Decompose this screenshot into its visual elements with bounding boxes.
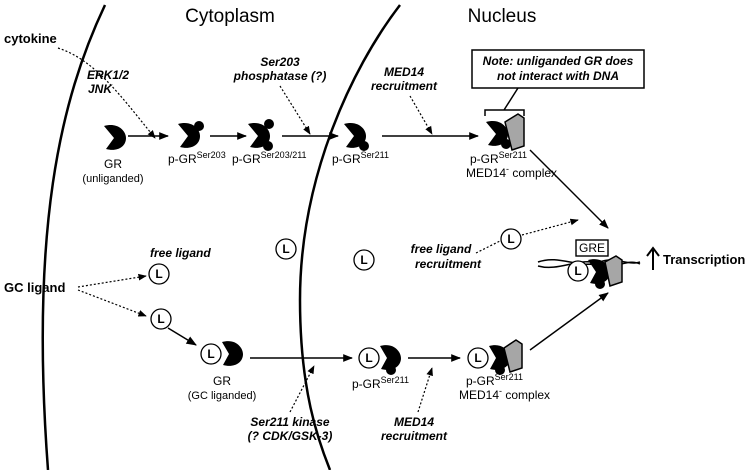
- note-line-2: not interact with DNA: [497, 69, 619, 83]
- gc-to-free-ligand-arrow: [77, 273, 147, 288]
- kinase-bottom-label-2: (? CDK/GSK-3): [248, 429, 333, 443]
- free-ligand-label: free ligand: [150, 246, 211, 260]
- pgr-ser211-bottom-label: p-GRSer211: [352, 375, 409, 391]
- complex-top-shape: [486, 113, 525, 151]
- ligand-symbol: L: [360, 253, 367, 267]
- gre-box: [575, 239, 609, 257]
- ligand-symbol: L: [155, 267, 162, 281]
- gr-unliganded-state: (unliganded): [82, 173, 143, 185]
- arrow-ligand-to-gr: [167, 327, 197, 346]
- note-box: [471, 49, 645, 89]
- ligand-symbol: L: [507, 232, 514, 246]
- ligand-cytoplasm: L: [275, 238, 297, 260]
- free-ligand-recruitment-label: free ligand: [411, 242, 472, 256]
- complex-bottom-label-2: MED14- complex: [459, 386, 550, 402]
- cytokine-label: cytokine: [4, 31, 57, 46]
- free-ligand-recruitment-label-2: recruitment: [415, 257, 482, 271]
- cytokine-arrow: [57, 47, 156, 139]
- note-bracket: [484, 87, 525, 116]
- cytoplasm-heading: Cytoplasm: [185, 6, 275, 27]
- ligand-symbol: L: [207, 347, 214, 361]
- complex-bottom-label: p-GRSer211: [466, 372, 523, 388]
- note-line-1: Note: unliganded GR does: [483, 54, 634, 68]
- cell-membrane: [41, 4, 107, 470]
- phosphatase-label-2: phosphatase (?): [233, 69, 327, 83]
- nucleus-heading: Nucleus: [468, 6, 537, 27]
- gr-liganded-shape: L: [200, 341, 243, 366]
- ligand-nucleus: L: [353, 249, 375, 271]
- gc-ligand-circle: L: [150, 308, 172, 330]
- free-ligand-circle: L: [148, 263, 170, 285]
- ligand-symbol: L: [282, 242, 289, 256]
- gr-liganded-name: GR: [213, 374, 231, 388]
- med14-top-label-2: recruitment: [371, 79, 438, 93]
- pgr-ser203-211-shape: [248, 119, 274, 151]
- med14-bottom-label-2: recruitment: [381, 429, 448, 443]
- kinase-bottom-label: Ser211 kinase: [250, 415, 329, 429]
- gc-to-ligand-arrow: [77, 289, 147, 317]
- ligand-symbol: L: [474, 351, 481, 365]
- pgr-ser211-top-label: p-GRSer211: [332, 150, 389, 166]
- gr-liganded-state: (GC liganded): [188, 390, 256, 402]
- med14-top-label: MED14: [384, 65, 424, 79]
- kinase-jnk-label: JNK: [88, 82, 113, 96]
- gr-unliganded-shape: [104, 125, 126, 150]
- kinase-erk-label: ERK1/2: [87, 68, 129, 82]
- med14-bottom-label: MED14: [394, 415, 434, 429]
- pgr-ser203-211-label: p-GRSer203/211: [232, 150, 307, 166]
- ligand-recruit-arrow-out: [521, 218, 579, 236]
- ligand-symbol: L: [157, 312, 164, 326]
- ligand-recruited: L: [500, 228, 522, 250]
- nuclear-envelope: [298, 4, 401, 470]
- phosphatase-arrow: [279, 85, 311, 135]
- pgr-ser211-bottom-shape: L: [358, 345, 401, 375]
- ligand-symbol: L: [574, 264, 581, 278]
- complex-bottom-shape: L: [467, 339, 523, 375]
- ligand-recruit-arrow-in: [475, 240, 501, 254]
- ligand-symbol: L: [365, 351, 372, 365]
- up-arrow-icon: [646, 246, 660, 270]
- pgr-ser203-label: p-GRSer203: [168, 150, 226, 166]
- med14-bottom-arrow: [417, 367, 433, 413]
- pgr-ser211-shape: [344, 123, 369, 151]
- phosphatase-label: Ser203: [260, 55, 300, 69]
- complex-top-label-2: MED14- complex: [466, 164, 557, 180]
- transcription-label: Transcription: [663, 252, 745, 267]
- gre-label: GRE: [579, 241, 605, 255]
- complex-top-label: p-GRSer211: [470, 150, 527, 166]
- arrow-complex-bottom-to-gre: [529, 292, 609, 351]
- arrow-complex-top-to-gre: [529, 149, 609, 229]
- gre-complex-shape: L: [567, 255, 623, 289]
- gc-ligand-label: GC ligand: [4, 280, 65, 295]
- kinase-bottom-arrow: [289, 365, 315, 413]
- pgr-ser203-shape: [178, 121, 204, 148]
- gr-unliganded-name: GR: [104, 157, 122, 171]
- med14-top-arrow: [409, 95, 433, 135]
